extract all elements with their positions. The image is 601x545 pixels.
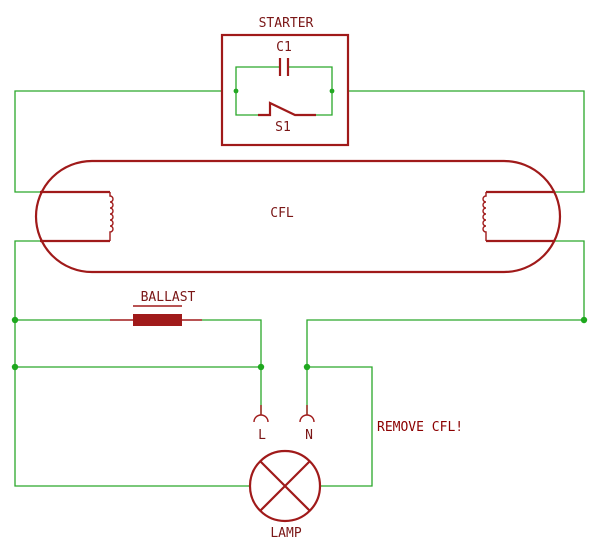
junction-dot xyxy=(257,363,265,371)
mains-terminals: L N xyxy=(253,405,315,443)
starter: STARTER C1 S1 xyxy=(220,16,350,147)
junction-dot xyxy=(11,316,19,324)
terminal-n-label: N xyxy=(305,428,313,443)
filament-left-coil xyxy=(109,192,114,241)
junction-dot xyxy=(11,363,19,371)
s1-label: S1 xyxy=(275,120,291,135)
lamp: LAMP xyxy=(248,449,322,541)
junction-dot xyxy=(580,316,588,324)
starter-box xyxy=(220,33,350,147)
wire-starter-right xyxy=(348,90,585,193)
junction-dot xyxy=(303,363,311,371)
lamp-cross xyxy=(259,460,311,512)
ballast: BALLAST xyxy=(110,290,202,326)
ballast-label: BALLAST xyxy=(141,290,196,305)
terminal-l-socket xyxy=(253,414,269,423)
wire-lamp-right xyxy=(307,366,373,487)
ballast-body xyxy=(133,314,182,326)
wire-filament-left-bottom xyxy=(14,240,250,487)
starter-inner-wire-bottom-right xyxy=(316,91,333,116)
lamp-circle xyxy=(248,449,322,523)
remove-cfl-warning: REMOVE CFL! xyxy=(377,420,463,435)
starter-inner-wire-top-right xyxy=(289,66,333,91)
starter-inner-wire-bottom-left xyxy=(235,91,258,116)
cfl-label: CFL xyxy=(270,206,294,221)
wires xyxy=(14,90,585,487)
wire-starter-left xyxy=(14,90,222,193)
cfl-outline xyxy=(34,159,562,274)
c1-label: C1 xyxy=(276,40,292,55)
wire-ballast-right xyxy=(202,319,262,415)
wire-filament-right-bottom xyxy=(306,240,585,415)
starter-inner-wire-top xyxy=(235,66,279,91)
switch-s1 xyxy=(258,101,316,117)
starter-label: STARTER xyxy=(259,16,314,31)
filament-right-coil xyxy=(482,192,487,241)
terminal-l-label: L xyxy=(258,428,266,443)
junctions xyxy=(11,88,588,371)
terminal-n-socket xyxy=(299,414,315,423)
lamp-label: LAMP xyxy=(270,526,301,541)
cfl-tube: CFL xyxy=(34,159,562,274)
